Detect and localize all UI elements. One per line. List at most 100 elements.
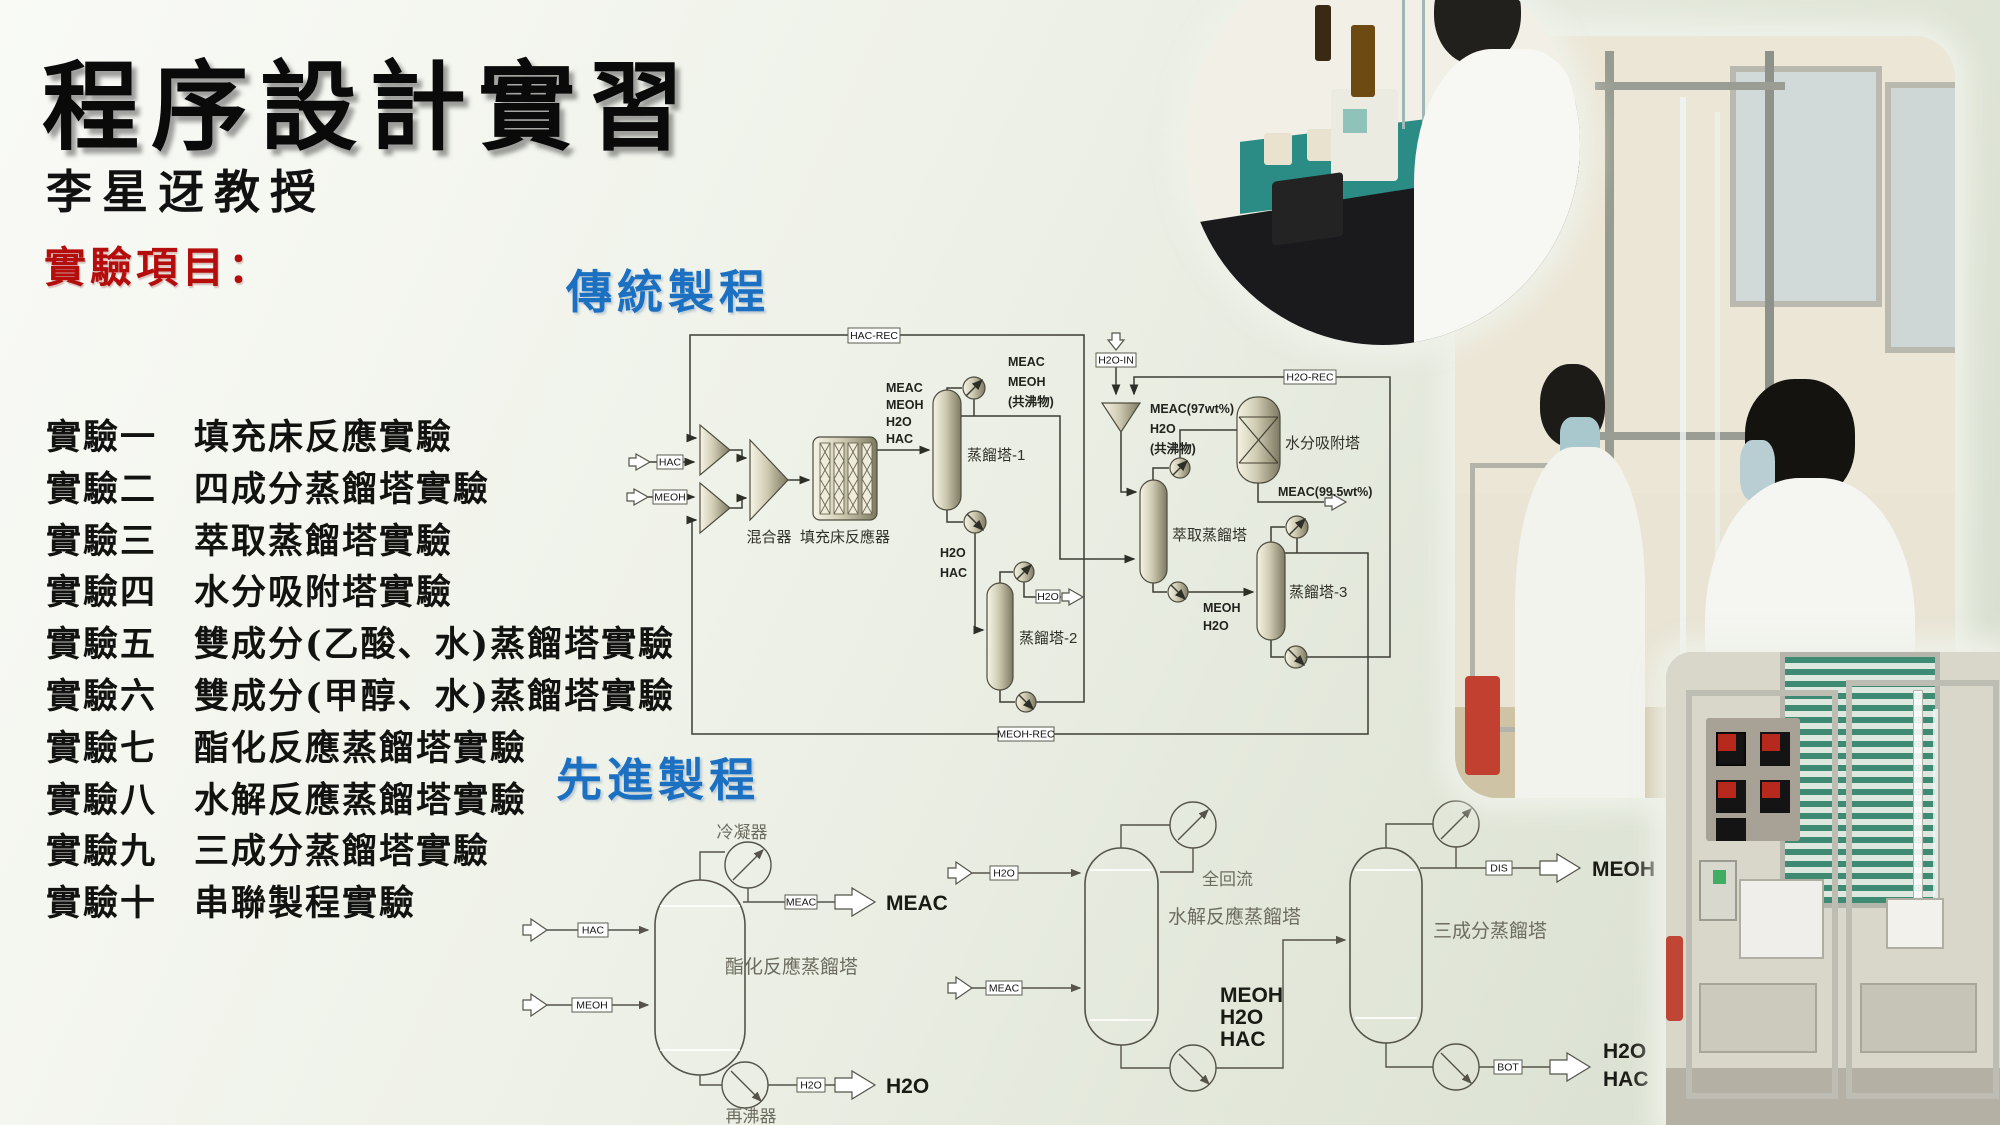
steel-cart: [1846, 680, 1999, 1100]
svg-text:H2O: H2O: [940, 546, 966, 560]
svg-text:H2O: H2O: [800, 1080, 822, 1092]
mixer-label: 混合器: [746, 529, 791, 546]
svg-text:DIS: DIS: [1490, 863, 1508, 875]
extractive-column-label: 萃取蒸餾塔: [1172, 527, 1247, 544]
extractive-column: [1139, 479, 1168, 584]
led-display: [1716, 779, 1747, 813]
glass-tubing: [1933, 708, 1939, 898]
hydrolysis-column-group: H2O MEAC 全回流 水解反應蒸餾塔 MEOH H2O HAC: [947, 801, 1347, 1092]
list-item: 實驗一 填充床反應實驗: [46, 417, 454, 458]
svg-text:HAC: HAC: [1603, 1068, 1649, 1091]
list-item: 實驗二 四成分蒸餾塔實驗: [46, 468, 491, 510]
list-item: 實驗七 酯化反應蒸餾塔實驗: [46, 727, 528, 769]
svg-text:MEOH: MEOH: [1220, 984, 1283, 1007]
list-item: 實驗九 三成分蒸餾塔實驗: [46, 831, 491, 873]
lab-window: [1885, 81, 1955, 353]
glass-column: [1913, 689, 1924, 919]
svg-text:BOT: BOT: [1497, 1062, 1519, 1074]
output-meoh: MEOH: [1592, 858, 1655, 881]
glass-column: [1715, 112, 1720, 570]
power-outlet: [1307, 129, 1336, 161]
svg-text:MEOH: MEOH: [1008, 375, 1046, 389]
steel-frame-bar: [1595, 81, 1785, 90]
distillation-columns: [932, 389, 1286, 691]
ternary-column-group: DIS BOT 三成分蒸餾塔 MEOH H2O HAC: [1349, 800, 1655, 1091]
esterification-column-group: HAC MEOH MEAC H2O 冷凝器 再沸器 酯化反應蒸餾塔 MEAC H…: [522, 823, 948, 1125]
stream-arrows: [626, 332, 1348, 607]
svg-text:H2O: H2O: [1220, 1006, 1263, 1029]
glass-column: [1680, 96, 1686, 738]
steel-frame-bar: [1605, 51, 1614, 783]
column-2: [986, 582, 1014, 691]
device-screen: [1343, 109, 1367, 133]
svg-text:MEOH: MEOH: [886, 398, 924, 412]
svg-text:HAC: HAC: [1220, 1028, 1266, 1051]
output-meac: MEAC: [886, 892, 948, 915]
cart-tray: [1859, 983, 1978, 1054]
ternary-column-label: 三成分蒸餾塔: [1433, 920, 1547, 942]
reboiler-label: 再沸器: [726, 1107, 777, 1125]
svg-text:H2O: H2O: [993, 868, 1015, 880]
svg-text:H2O: H2O: [1150, 422, 1176, 436]
list-item: 實驗八 水解反應蒸餾塔實驗: [46, 779, 528, 821]
column-3: [1256, 541, 1286, 641]
output-h2o: H2O: [886, 1075, 929, 1098]
product-arrow-meac: [834, 886, 877, 918]
steel-cart: [1686, 689, 1839, 1100]
experiment-list: 實驗一 填充床反應實驗 實驗二 四成分蒸餾塔實驗 實驗三 萃取蒸餾塔實驗 實驗四…: [46, 412, 675, 930]
stream-tag-hac-rec: HAC-REC: [850, 330, 898, 342]
advanced-process-diagram: HAC MEOH MEAC H2O 冷凝器 再沸器 酯化反應蒸餾塔 MEAC H…: [522, 800, 1655, 1125]
feed-arrow-h2o: [947, 860, 974, 886]
fire-extinguisher: [1666, 935, 1683, 1021]
led-display: [1716, 817, 1747, 842]
cart-tray: [1699, 983, 1817, 1054]
svg-text:MEAC(97wt%): MEAC(97wt%): [1150, 402, 1234, 416]
stream-tags: HAC-REC H2O-IN H2O-REC MEOH-REC HAC MEOH…: [652, 327, 1337, 742]
svg-text:MEAC(99.5wt%): MEAC(99.5wt%): [1278, 485, 1372, 499]
adsorber-label: 水分吸附塔: [1285, 435, 1360, 452]
titration-analysis-photo: [1185, 0, 1580, 345]
stream-tag-meoh-rec: MEOH-REC: [997, 729, 1055, 741]
water-bath: [1739, 879, 1824, 959]
led-display: [1716, 732, 1747, 766]
controller-screen: [1712, 869, 1727, 884]
list-item: 實驗六 雙成分(甲醇、水)蒸餾塔實驗: [46, 675, 676, 717]
svg-text:HAC: HAC: [940, 566, 967, 580]
burette: [1402, 0, 1406, 129]
hydrolysis-column-label: 水解反應蒸餾塔: [1168, 905, 1301, 928]
svg-text:HAC: HAC: [886, 432, 913, 446]
pilot-cart-photo: [1666, 652, 2000, 1125]
svg-text:H2O: H2O: [1603, 1040, 1646, 1063]
traditional-process-title: 傳統製程: [566, 265, 770, 319]
stream-tag-h2o: H2O: [1037, 591, 1059, 603]
svg-text:HAC: HAC: [582, 925, 605, 937]
svg-text:H2O: H2O: [1203, 619, 1229, 633]
svg-text:MEAC: MEAC: [886, 381, 923, 395]
svg-text:MEAC: MEAC: [786, 897, 817, 909]
stream-tag-hac: HAC: [659, 457, 682, 469]
professor-name: 李星迓教授: [46, 165, 326, 219]
fire-extinguisher: [1465, 676, 1500, 776]
product-arrow-bottoms: [1549, 1051, 1592, 1083]
stream-tag-h2o-rec: H2O-REC: [1286, 372, 1334, 384]
svg-text:MEAC: MEAC: [1008, 355, 1045, 369]
svg-text:(共沸物): (共沸物): [1150, 441, 1196, 456]
svg-text:H2O: H2O: [886, 415, 912, 429]
adsorber-vessel: [1236, 396, 1281, 484]
feed-arrow-hac: [522, 917, 549, 943]
feed-arrow-meac: [947, 975, 974, 1001]
list-item: 實驗十 串聯製程實驗: [46, 883, 417, 925]
led-display: [1759, 732, 1790, 766]
column1-label: 蒸餾塔-1: [967, 447, 1025, 464]
feed-arrow-meoh: [522, 992, 549, 1018]
packed-bed-reactor: [812, 436, 878, 521]
column3-label: 蒸餾塔-3: [1289, 584, 1347, 601]
steel-frame-bar: [1595, 432, 1785, 441]
pump-unit: [1886, 897, 1944, 950]
list-item: 實驗三 萃取蒸餾塔實驗: [46, 520, 454, 562]
svg-text:MEOH: MEOH: [576, 1000, 608, 1012]
list-item: 實驗四 水分吸附塔實驗: [46, 572, 454, 614]
condenser-label: 冷凝器: [717, 823, 768, 842]
product-arrow-h2o: [834, 1069, 877, 1101]
